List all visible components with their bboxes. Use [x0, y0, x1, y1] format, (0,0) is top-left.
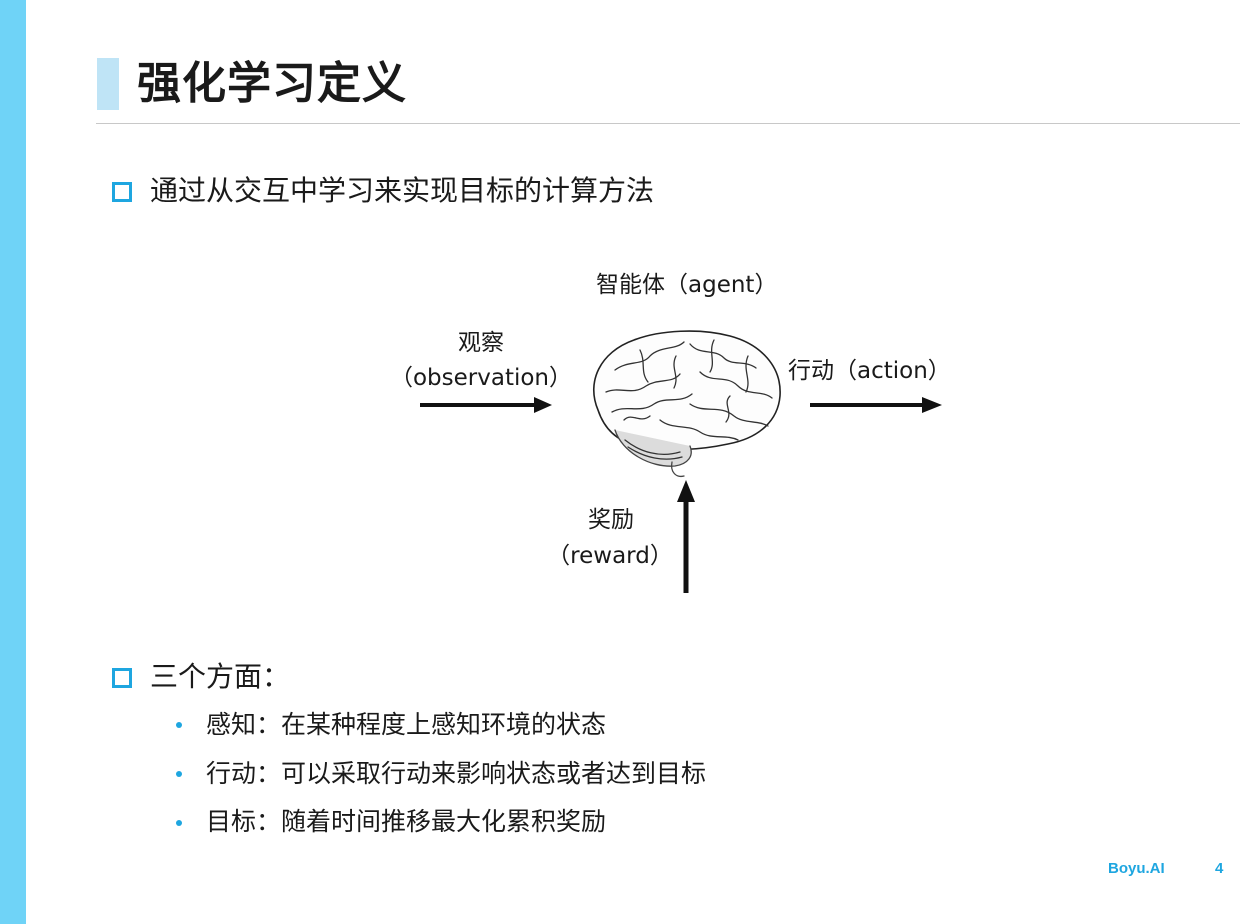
brain-icon — [594, 331, 780, 476]
action-label: 行动（action） — [788, 356, 951, 386]
dot-bullet-icon — [176, 771, 182, 777]
agent-label: 智能体（agent） — [596, 270, 777, 300]
reward-label-en: （reward） — [540, 541, 680, 571]
dot-bullet-icon — [176, 820, 182, 826]
reward-label-cn: 奖励 — [576, 505, 646, 535]
bullet-three-aspects: 三个方面： — [150, 659, 290, 695]
dot-bullet-icon — [176, 722, 182, 728]
sub-item-perception: 感知：在某种程度上感知环境的状态 — [206, 709, 606, 741]
observation-arrowhead — [534, 397, 552, 413]
sub-item-goal: 目标：随着时间推移最大化累积奖励 — [206, 806, 606, 838]
reward-arrowhead — [677, 480, 695, 502]
observation-label-cn: 观察 — [446, 328, 516, 358]
page-number: 4 — [1215, 860, 1223, 877]
observation-label-en: （observation） — [376, 363, 586, 393]
action-arrowhead — [922, 397, 942, 413]
footer-brand: Boyu.AI — [1108, 860, 1165, 877]
square-bullet-icon — [112, 668, 132, 688]
sub-item-action: 行动：可以采取行动来影响状态或者达到目标 — [206, 758, 706, 790]
